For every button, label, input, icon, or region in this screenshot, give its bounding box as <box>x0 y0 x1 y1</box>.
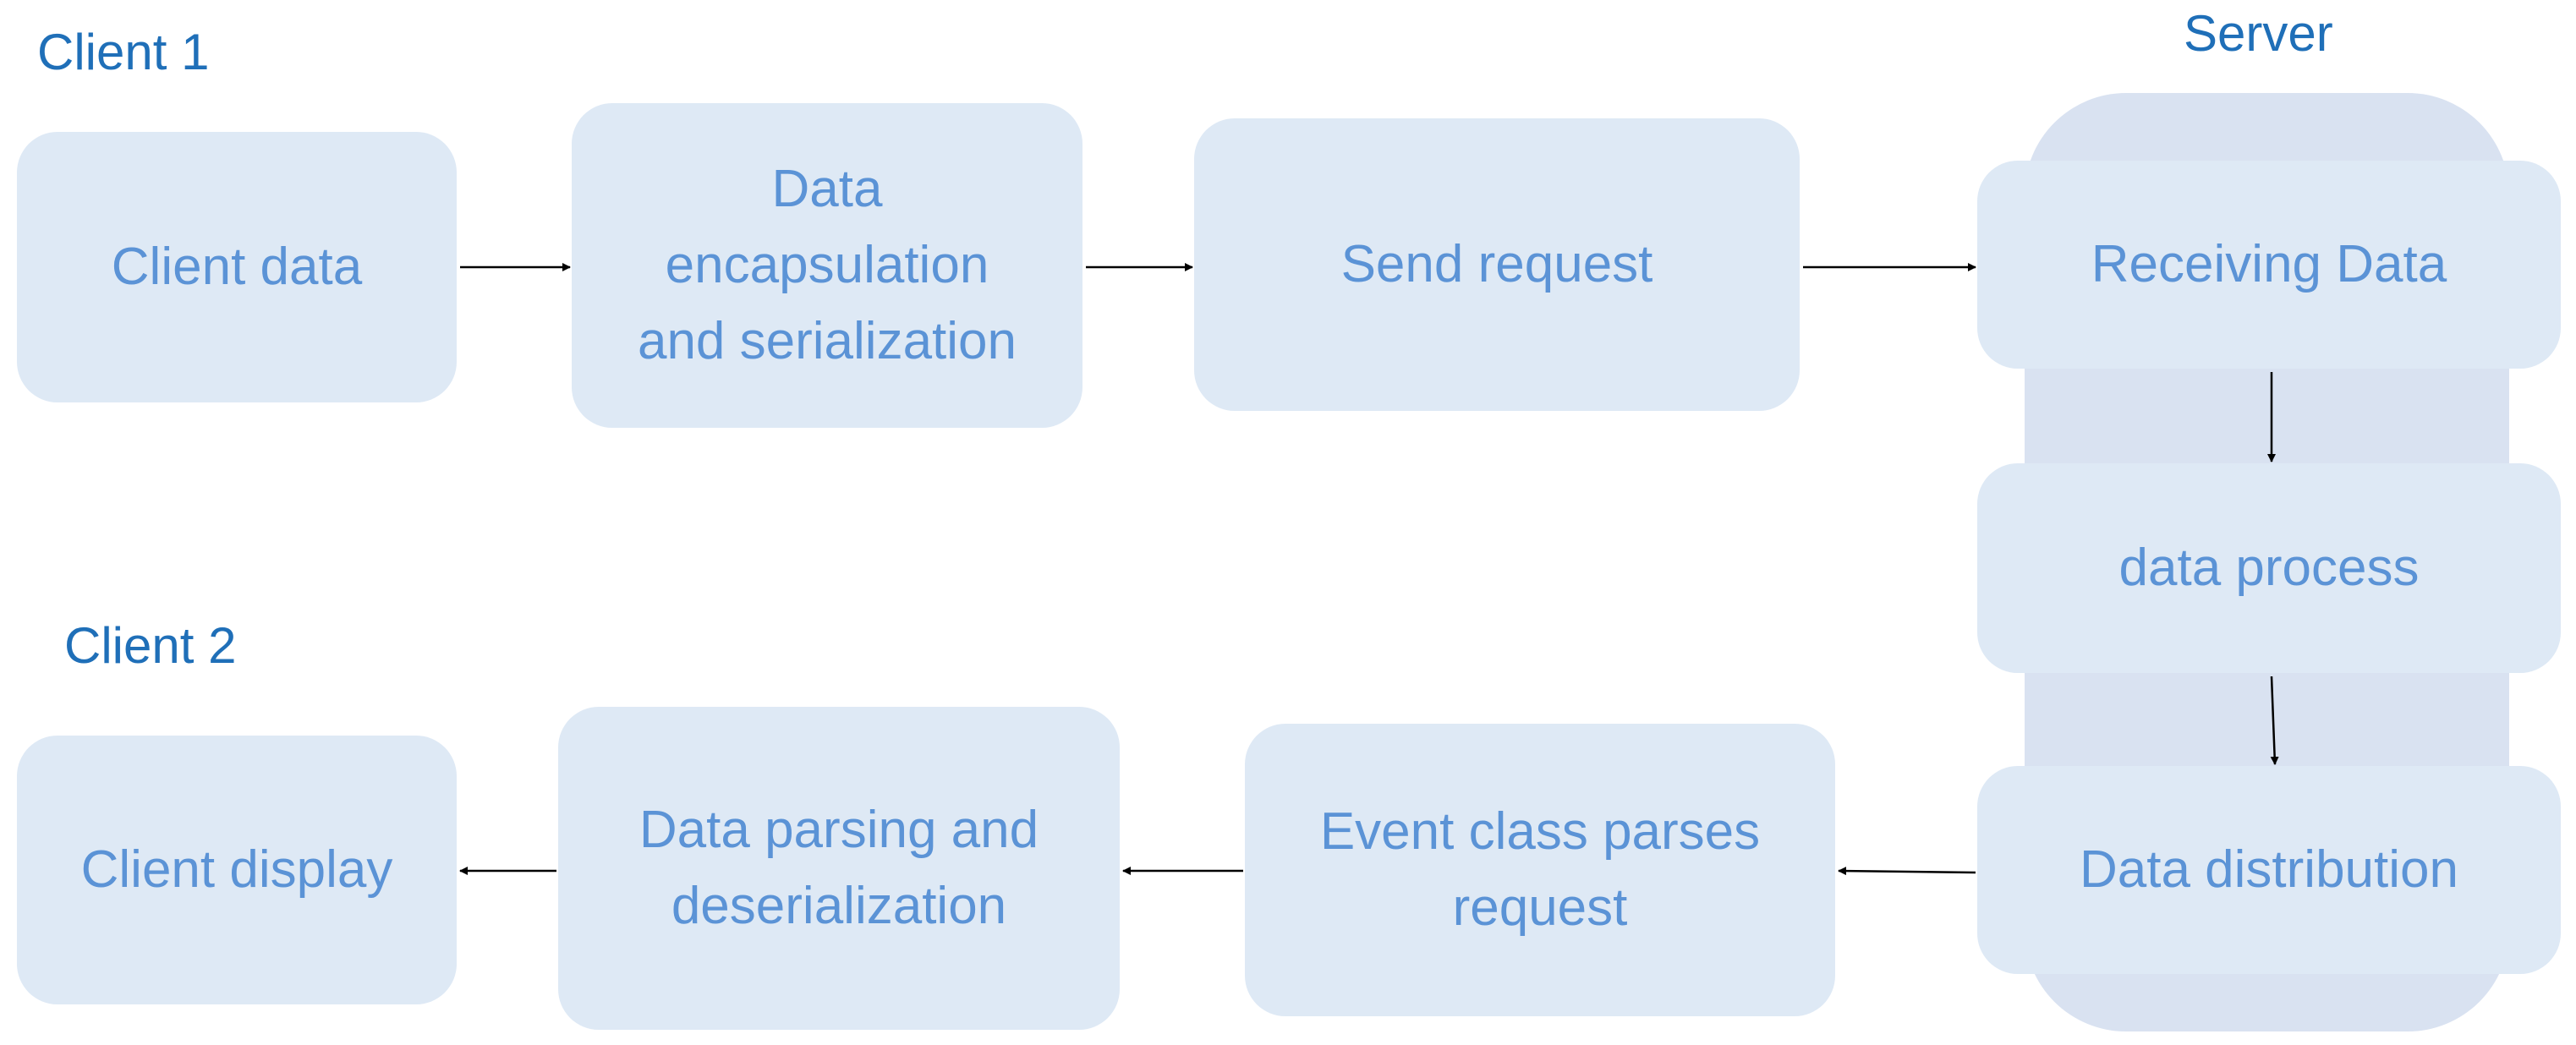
send-request-text: Send request <box>1340 235 1653 294</box>
client-data-text: Client data <box>111 238 363 297</box>
event-class-text: Event class parses request <box>1319 802 1761 937</box>
send-request-node: Send request <box>1194 118 1800 411</box>
data-parsing-node: Data parsing and deserialization <box>558 707 1120 1030</box>
client-display-text: Client display <box>80 840 393 900</box>
data-distribution-node: Data distribution <box>1977 766 2561 974</box>
data-distribution-text: Data distribution <box>2079 840 2459 900</box>
data-process-text: data process <box>2118 539 2420 598</box>
receiving-data-node: Receiving Data <box>1977 161 2561 369</box>
data-parsing-text: Data parsing and deserialization <box>639 801 1039 935</box>
data-encapsulation-text: Data encapsulation and serialization <box>637 160 1017 370</box>
receiving-data-text: Receiving Data <box>2091 235 2447 294</box>
client-data-node: Client data <box>17 132 457 402</box>
client-display-node: Client display <box>17 736 457 1004</box>
arrow-distribution-to-event-class <box>1838 867 1976 876</box>
event-class-node: Event class parses request <box>1245 724 1835 1016</box>
data-process-node: data process <box>1977 463 2561 673</box>
client1-label: Client 1 <box>37 24 210 80</box>
arrow-process-to-distribution <box>2270 676 2279 765</box>
server-label: Server <box>2184 5 2333 62</box>
data-encapsulation-node: Data encapsulation and serialization <box>572 103 1082 428</box>
client2-label: Client 2 <box>64 617 237 674</box>
